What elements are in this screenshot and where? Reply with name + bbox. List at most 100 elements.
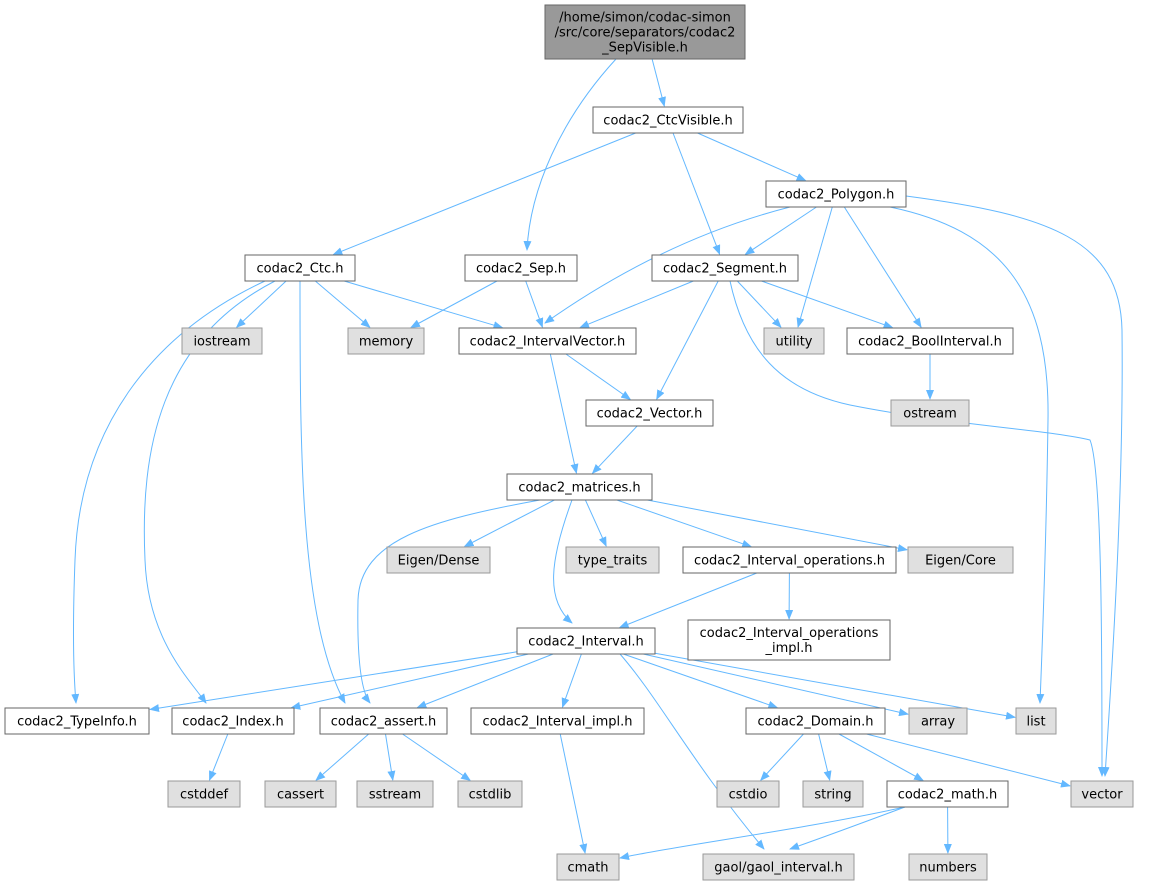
node-label: sstream (369, 788, 421, 803)
node-label: codac2_Sep.h (476, 262, 566, 277)
edge-assert-to-cstdlib (402, 733, 472, 781)
node-box (565, 546, 660, 574)
node-segment[interactable]: codac2_Segment.h (651, 254, 799, 282)
node-numbers: numbers (908, 853, 988, 881)
node-list: list (1015, 707, 1057, 735)
node-label: codac2_Polygon.h (778, 188, 895, 203)
node-label: codac2_assert.h (331, 715, 437, 730)
node-intervalvector[interactable]: codac2_IntervalVector.h (458, 327, 637, 355)
edge-interval-to-gaol (619, 653, 765, 850)
node-box (347, 327, 425, 355)
node-box (702, 853, 855, 881)
node-ctcvisible[interactable]: codac2_CtcVisible.h (592, 106, 744, 134)
node-label-line: codac2_Interval.h (528, 635, 643, 650)
edge-ctc-to-assert (299, 280, 346, 704)
edge-domain-to-string (818, 733, 832, 781)
node-iostream: iostream (181, 327, 263, 355)
node-polygon[interactable]: codac2_Polygon.h (765, 180, 907, 208)
node-boolinterval[interactable]: codac2_BoolInterval.h (846, 327, 1014, 355)
node-typetraits: type_traits (565, 546, 660, 574)
node-box (763, 327, 825, 355)
node-interval[interactable]: codac2_Interval.h (516, 627, 656, 655)
edge-ctcvisible-to-polygon (697, 132, 807, 182)
node-vector_h[interactable]: codac2_Vector.h (585, 399, 714, 427)
node-ctc[interactable]: codac2_Ctc.h (244, 254, 356, 282)
edges-layer (71, 58, 1123, 861)
node-label-line: codac2_TypeInfo.h (17, 715, 137, 730)
node-label: numbers (919, 861, 977, 876)
node-math[interactable]: codac2_math.h (886, 780, 1009, 808)
node-box (682, 546, 897, 574)
edge-intervalvector-to-vector_h (565, 353, 632, 400)
node-sep[interactable]: codac2_Sep.h (464, 254, 578, 282)
edge-polygon-to-segment (744, 206, 817, 255)
edge-sep-to-intervalvector (525, 280, 544, 329)
edge-polygon-to-boolinterval (843, 206, 922, 329)
edge-domain-to-math (838, 733, 924, 781)
node-label-line: codac2_Index.h (182, 715, 283, 730)
node-label: Eigen/Dense (398, 554, 480, 569)
node-box (907, 546, 1014, 574)
node-box (544, 4, 746, 60)
edge-math-to-cmath (619, 806, 906, 861)
node-root[interactable]: /home/simon/codac-simon/src/core/separat… (544, 4, 746, 60)
node-matrices[interactable]: codac2_matrices.h (506, 473, 653, 501)
edge-polygon-to-utility (796, 206, 833, 328)
node-memory: memory (347, 327, 425, 355)
node-assert[interactable]: codac2_assert.h (319, 707, 448, 735)
node-index[interactable]: codac2_Index.h (171, 707, 295, 735)
node-box (585, 399, 714, 427)
node-label-line: codac2_Ctc.h (257, 262, 344, 277)
node-cstdlib: cstdlib (457, 780, 523, 808)
edge-polygon-to-vector (905, 195, 1123, 777)
node-label-line: gaol/gaol_interval.h (714, 861, 842, 876)
node-label-line: codac2_Domain.h (757, 715, 873, 730)
node-typeinfo[interactable]: codac2_TypeInfo.h (4, 707, 150, 735)
edge-domain-to-cstdio (760, 733, 804, 782)
node-label-line: codac2_CtcVisible.h (603, 114, 732, 129)
node-label: memory (359, 335, 414, 350)
edge-matrices-to-typetraits (584, 499, 607, 548)
node-box (592, 106, 744, 134)
node-box (464, 254, 578, 282)
node-box (846, 327, 1014, 355)
edge-sep-to-memory (410, 280, 498, 328)
node-label: codac2_math.h (898, 788, 998, 803)
node-label-line: list (1026, 715, 1045, 730)
node-box (908, 853, 988, 881)
node-intervalops[interactable]: codac2_Interval_operations.h (682, 546, 897, 574)
node-label-line: codac2_matrices.h (518, 481, 640, 496)
node-label: codac2_Interval.h (528, 635, 643, 650)
edge-matrices-to-intervalops (616, 499, 753, 548)
node-label-line: codac2_math.h (898, 788, 998, 803)
edge-polygon-to-list (889, 206, 1049, 704)
edge-domain-to-vector (866, 733, 1071, 788)
node-box (516, 627, 656, 655)
node-intervalopsimpl[interactable]: codac2_Interval_operations_impl.h (687, 619, 891, 661)
node-box (171, 707, 295, 735)
node-label-line: sstream (369, 788, 421, 803)
node-label: utility (776, 335, 813, 350)
edge-segment-to-vector_h (656, 280, 719, 400)
nodes-layer: /home/simon/codac-simon/src/core/separat… (4, 4, 1134, 881)
node-box (802, 780, 864, 808)
node-label-line: codac2_assert.h (331, 715, 437, 730)
node-domain[interactable]: codac2_Domain.h (745, 707, 886, 735)
node-utility: utility (763, 327, 825, 355)
node-eigendense: Eigen/Dense (386, 546, 491, 574)
edge-root-to-ctcvisible (651, 58, 666, 107)
node-intervalimpl[interactable]: codac2_Interval_impl.h (470, 707, 645, 735)
edge-assert-to-sstream (385, 733, 396, 781)
node-label-line: string (814, 788, 851, 803)
node-label: Eigen/Core (925, 554, 996, 569)
node-box (386, 546, 491, 574)
node-cassert: cassert (264, 780, 337, 808)
node-label-line: cassert (277, 788, 324, 803)
edge-matrices-to-interval (553, 499, 573, 624)
node-label: codac2_Domain.h (757, 715, 873, 730)
edge-intervalops-to-interval (618, 572, 757, 629)
edge-matrices-to-assert (357, 499, 541, 704)
edge-assert-to-cassert (315, 733, 370, 781)
node-box (264, 780, 337, 808)
node-gaol: gaol/gaol_interval.h (702, 853, 855, 881)
